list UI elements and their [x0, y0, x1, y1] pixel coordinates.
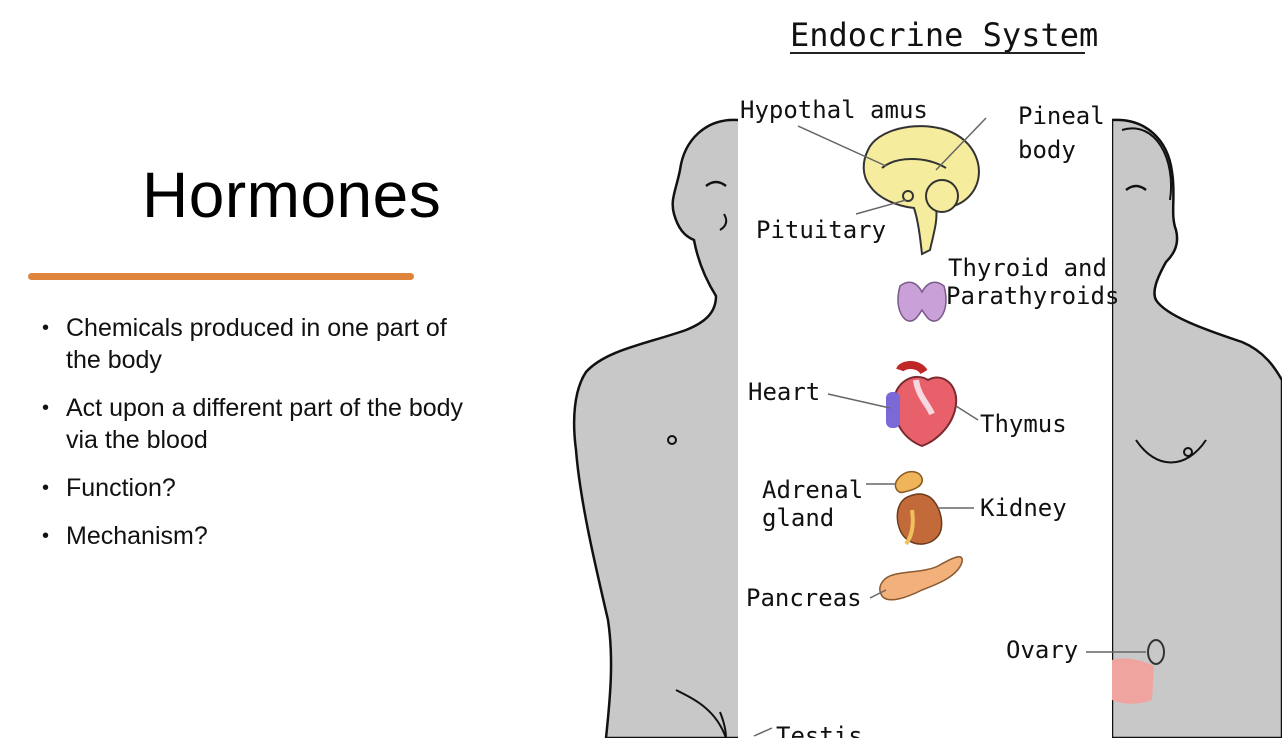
pineal-leader — [935, 117, 987, 171]
testis-label: Testis — [776, 722, 863, 738]
brain-icon — [862, 125, 980, 256]
bullet-list: • Chemicals produced in one part of the b… — [40, 312, 480, 568]
hypothalamus-leader — [797, 125, 887, 167]
female-hair-icon — [1121, 127, 1173, 201]
pituitary-leader — [855, 199, 907, 215]
pancreas-icon — [879, 556, 963, 601]
pituitary-label: Pituitary — [756, 216, 886, 244]
male-body-silhouette — [572, 118, 748, 738]
title-underline — [28, 273, 414, 280]
female-eye-icon — [1125, 184, 1147, 192]
thyroid-label-line2: Parathyroids — [946, 282, 1119, 310]
adrenal-gland-icon — [894, 470, 923, 494]
endocrine-diagram: Endocrine System — [566, 0, 1282, 738]
bullet-item: • Act upon a different part of the body v… — [40, 392, 480, 456]
thymus-label: Thymus — [980, 410, 1067, 438]
bullet-text: Act upon a different part of the body vi… — [66, 394, 464, 454]
bullet-item: • Chemicals produced in one part of the b… — [40, 312, 480, 376]
ovary-icon — [1112, 639, 1165, 704]
male-nose-icon — [719, 213, 728, 231]
kidney-icon — [896, 493, 943, 545]
heart-leader — [827, 393, 891, 409]
slide-title: Hormones — [142, 159, 442, 231]
bullet-text: Function? — [66, 474, 176, 502]
male-eye-icon — [705, 180, 727, 188]
kidney-label: Kidney — [980, 494, 1067, 522]
thyroid-icon — [897, 281, 947, 322]
bullet-text: Mechanism? — [66, 522, 208, 550]
bullet-item: • Function? — [40, 472, 480, 504]
bullet-dot-icon: • — [42, 397, 50, 419]
heart-label: Heart — [748, 378, 820, 406]
pineal-label-line1: Pineal — [1018, 102, 1105, 130]
bullet-dot-icon: • — [42, 317, 50, 339]
thymus-leader — [955, 405, 979, 421]
testis-leader — [753, 727, 773, 737]
bullet-dot-icon: • — [42, 477, 50, 499]
thyroid-label-line1: Thyroid and — [948, 254, 1107, 282]
female-nipple-icon — [1183, 447, 1193, 457]
hypothalamus-label: Hypothal amus — [740, 96, 928, 124]
bullet-text: Chemicals produced in one part of the bo… — [66, 314, 447, 374]
pancreas-leader — [869, 589, 887, 599]
ovary-label: Ovary — [1006, 636, 1078, 664]
heart-icon — [886, 361, 958, 448]
adrenal-label-line2: gland — [762, 504, 834, 532]
male-nipple-icon — [667, 435, 677, 445]
diagram-title: Endocrine System — [790, 16, 1098, 54]
pancreas-label: Pancreas — [746, 584, 862, 612]
adrenal-label-line1: Adrenal — [762, 476, 863, 504]
female-breast-icon — [1135, 439, 1207, 464]
pineal-label-line2: body — [1018, 136, 1076, 164]
female-body-silhouette — [1110, 118, 1282, 738]
male-thigh-line — [675, 689, 727, 738]
bullet-item: • Mechanism? — [40, 520, 480, 552]
ureter-line — [904, 509, 915, 546]
bullet-dot-icon: • — [42, 525, 50, 547]
male-groin-line — [719, 711, 727, 738]
